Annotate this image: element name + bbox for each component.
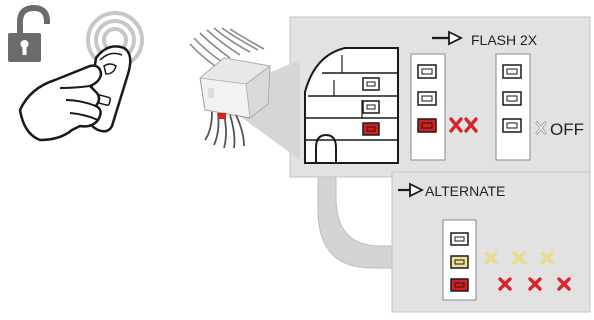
led-indicator-icon xyxy=(362,100,380,114)
led-indicator-icon xyxy=(450,232,469,246)
x-mark-icon xyxy=(484,251,498,265)
x-mark-icon xyxy=(528,277,542,291)
x-mark-icon xyxy=(449,117,463,133)
led-indicator-icon xyxy=(417,64,437,79)
flash-led-column-2 xyxy=(495,53,531,161)
led-indicator-icon xyxy=(417,91,437,106)
led-indicator-icon xyxy=(362,122,380,136)
x-mark-icon xyxy=(540,251,554,265)
led-indicator-icon xyxy=(502,118,522,133)
led-indicator-icon xyxy=(417,118,437,133)
x-mark-icon xyxy=(498,277,512,291)
led-indicator-icon xyxy=(502,64,522,79)
led-indicator-icon xyxy=(450,278,469,292)
alternate-label: ALTERNATE xyxy=(425,183,506,199)
flash-2x-label: FLASH 2X xyxy=(471,32,538,48)
x-mark-icon xyxy=(464,117,478,133)
led-indicator-icon xyxy=(362,77,380,91)
off-label: OFF xyxy=(550,120,584,139)
hand-holding-key-fob-icon xyxy=(18,45,132,142)
led-indicator-icon xyxy=(502,91,522,106)
alternate-led-column xyxy=(442,219,477,301)
arrow-right-icon xyxy=(432,30,464,46)
alternate-panel xyxy=(391,171,591,313)
x-mark-icon xyxy=(512,251,526,265)
arrow-right-icon xyxy=(398,182,425,198)
led-indicator-icon xyxy=(450,255,469,269)
module-enlarged xyxy=(304,47,399,164)
x-mark-icon xyxy=(557,277,571,291)
unlocked-padlock-icon xyxy=(8,4,50,62)
control-module-icon xyxy=(189,27,271,149)
x-mark-icon xyxy=(535,121,547,135)
flash-led-column-1 xyxy=(410,53,446,161)
